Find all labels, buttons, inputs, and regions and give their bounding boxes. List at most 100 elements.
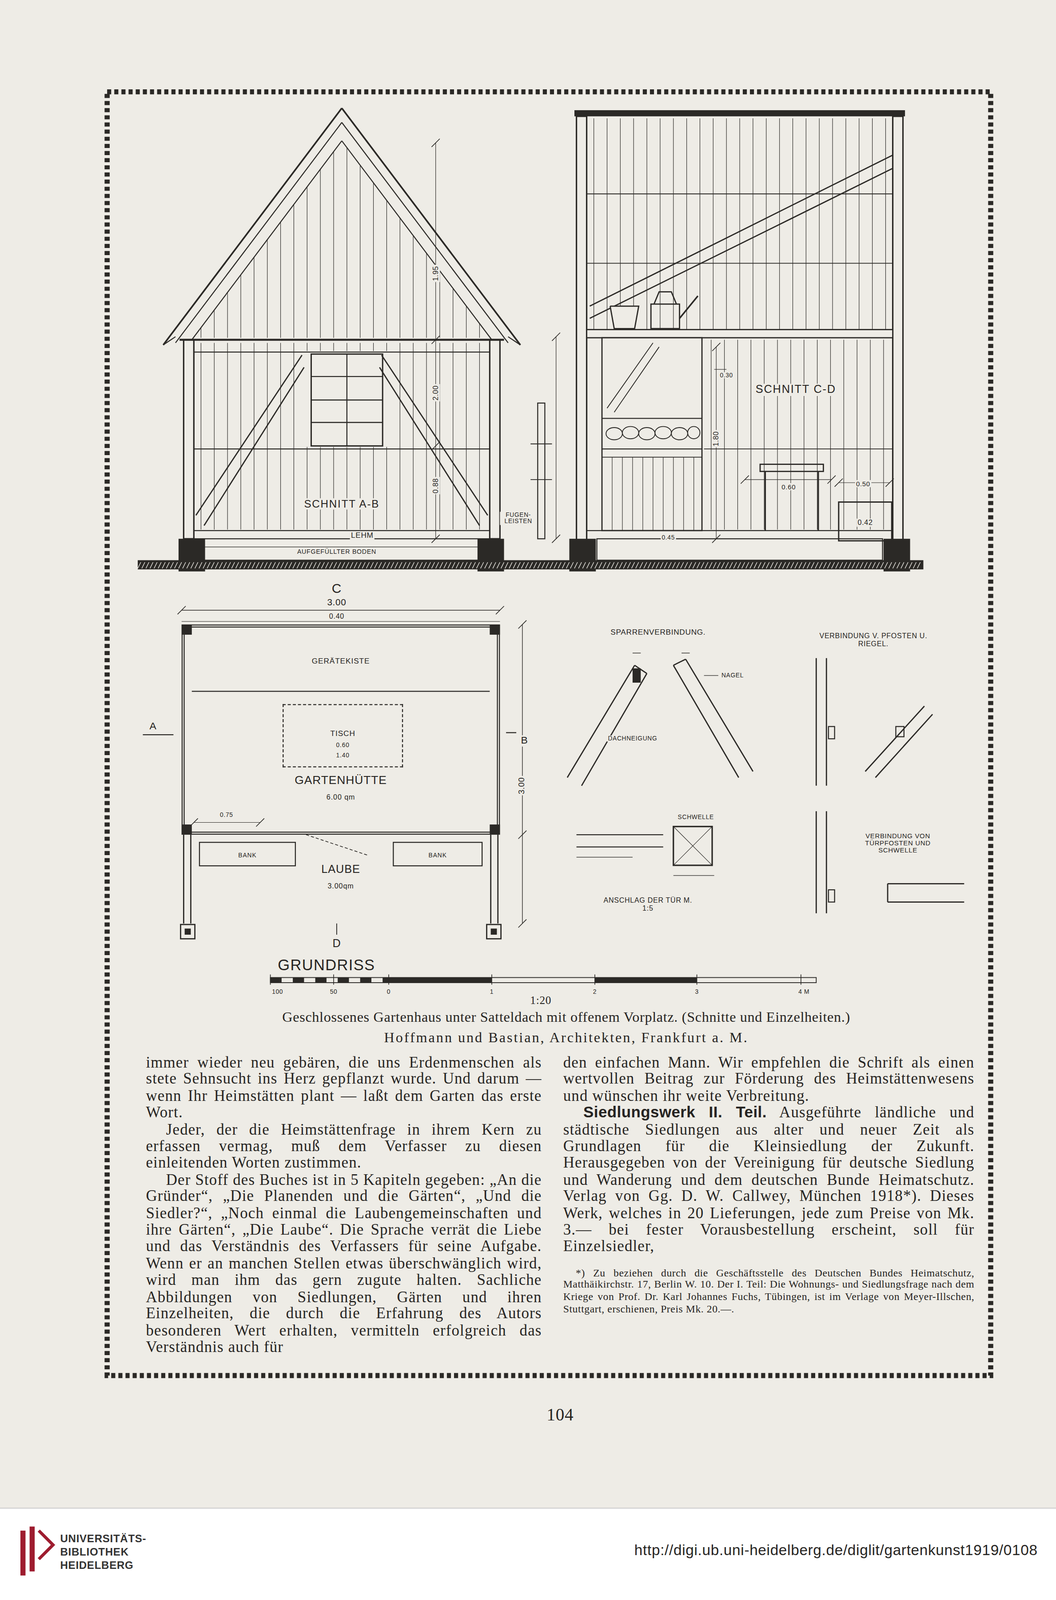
drawing-line xyxy=(582,561,586,569)
drawing-line xyxy=(231,561,235,569)
drawing-label: SCHNITT C-D xyxy=(754,383,837,396)
drawing-line xyxy=(182,561,186,569)
drawing-rect xyxy=(477,538,505,571)
drawing-line xyxy=(790,561,794,569)
drawing-line xyxy=(270,974,271,985)
body-text: *) Zu beziehen durch die Geschäftsstelle… xyxy=(563,1266,975,1314)
drawing-label: C xyxy=(330,581,343,596)
drawing-line xyxy=(137,561,141,569)
drawing-line xyxy=(623,561,627,569)
drawing-line xyxy=(497,834,499,924)
drawing-line xyxy=(521,561,525,569)
drawing-line xyxy=(679,295,698,319)
drawing-line xyxy=(488,561,492,569)
drawing-line xyxy=(606,561,610,569)
drawing-line xyxy=(576,833,664,835)
drawing-line xyxy=(733,561,737,569)
drawing-shape xyxy=(38,1530,53,1559)
drawing-line xyxy=(611,561,615,569)
drawing-rect xyxy=(597,538,883,560)
drawing-line xyxy=(506,731,517,733)
drawing-line xyxy=(883,339,884,530)
drawing-rect xyxy=(270,976,282,982)
drawing-line xyxy=(639,561,643,569)
drawing-line xyxy=(753,561,758,569)
drawing-rect xyxy=(490,928,498,935)
drawing-rect xyxy=(489,339,500,539)
drawing-line xyxy=(701,561,705,569)
drawing-line xyxy=(845,118,846,330)
drawing-line xyxy=(479,323,480,338)
drawing-line xyxy=(427,561,431,569)
drawing-line xyxy=(466,305,467,338)
drawing-line xyxy=(721,561,725,569)
drawing-line xyxy=(819,118,820,330)
drawing-line xyxy=(447,561,451,569)
drawing-line xyxy=(306,186,308,338)
drawing-rect xyxy=(180,924,196,939)
room-label: GARTENHÜTTE xyxy=(184,774,498,786)
drawing-line xyxy=(321,561,325,569)
drawing-line xyxy=(181,609,501,610)
drawing-line xyxy=(843,339,845,530)
room-box: GARTENHÜTTE6.00 qmGERÄTEKISTETISCH0.601.… xyxy=(181,624,501,835)
drawing-line xyxy=(673,826,713,865)
drawing-label: VERBINDUNG V. PFOSTEN U. RIEGEL. xyxy=(815,631,932,648)
drawing-line xyxy=(426,253,427,338)
drawing-line xyxy=(843,561,847,569)
drawing-rect xyxy=(537,402,545,539)
drawing-line xyxy=(476,561,480,569)
body-text: den einfachen Mann. Wir empfehlen die Sc… xyxy=(563,1052,975,1104)
drawing-line xyxy=(642,457,643,531)
drawing-line xyxy=(346,147,347,338)
drawing-line xyxy=(411,561,415,569)
drawing-line xyxy=(737,561,741,569)
drawing-line xyxy=(662,457,664,531)
drawing-line xyxy=(594,561,598,569)
drawing-line xyxy=(551,534,560,543)
drawing-line xyxy=(643,561,647,569)
drawing-line xyxy=(253,257,255,338)
drawing-label: NAGEL xyxy=(720,671,746,679)
drawing-label: 0.30 xyxy=(718,371,734,379)
drawing-line xyxy=(284,561,288,569)
drawing-line xyxy=(530,478,552,480)
drawing-rect xyxy=(594,976,698,982)
drawing-line xyxy=(647,561,651,569)
room-label: GERÄTEKISTE xyxy=(191,657,491,665)
drawing-line xyxy=(495,605,504,614)
body-text: Ausgeführte ländliche und städtische Sie… xyxy=(563,1102,975,1254)
drawing-line xyxy=(729,561,733,569)
room-label: 3.00qm xyxy=(181,881,501,889)
drawing-line xyxy=(611,457,613,531)
drawing-line xyxy=(320,446,321,530)
drawing-line xyxy=(589,155,893,307)
drawing-line xyxy=(749,561,754,569)
drawing-line xyxy=(484,561,488,569)
drawing-line xyxy=(413,235,414,338)
drawing-rect xyxy=(310,354,383,447)
drawing-line xyxy=(199,561,203,569)
drawing-label: 0.88 xyxy=(431,477,440,495)
paragraph: Jeder, der die Heimstättenfrage in ihrem… xyxy=(145,1120,542,1171)
drawing-line xyxy=(200,327,202,338)
drawing-line xyxy=(887,900,965,903)
drawing-line xyxy=(154,561,158,569)
body-text: Siedlungswerk II. Teil. xyxy=(583,1102,767,1120)
drawing-line xyxy=(570,561,574,569)
drawing-line xyxy=(310,375,383,377)
drawing-label: 4 M xyxy=(797,988,811,995)
drawing-line xyxy=(337,561,341,569)
drawing-line xyxy=(320,342,321,351)
drawing-line xyxy=(341,561,345,569)
drawing-line xyxy=(593,118,594,330)
drawing-line xyxy=(203,367,304,526)
drawing-line xyxy=(490,834,492,924)
room-box: GERÄTEKISTE xyxy=(191,634,491,692)
drawing-rect xyxy=(183,339,194,539)
drawing-line xyxy=(660,561,664,569)
drawing-shape xyxy=(609,306,639,329)
drawing-line xyxy=(557,561,562,569)
drawing-line xyxy=(541,561,546,569)
drawing-line xyxy=(819,561,823,569)
